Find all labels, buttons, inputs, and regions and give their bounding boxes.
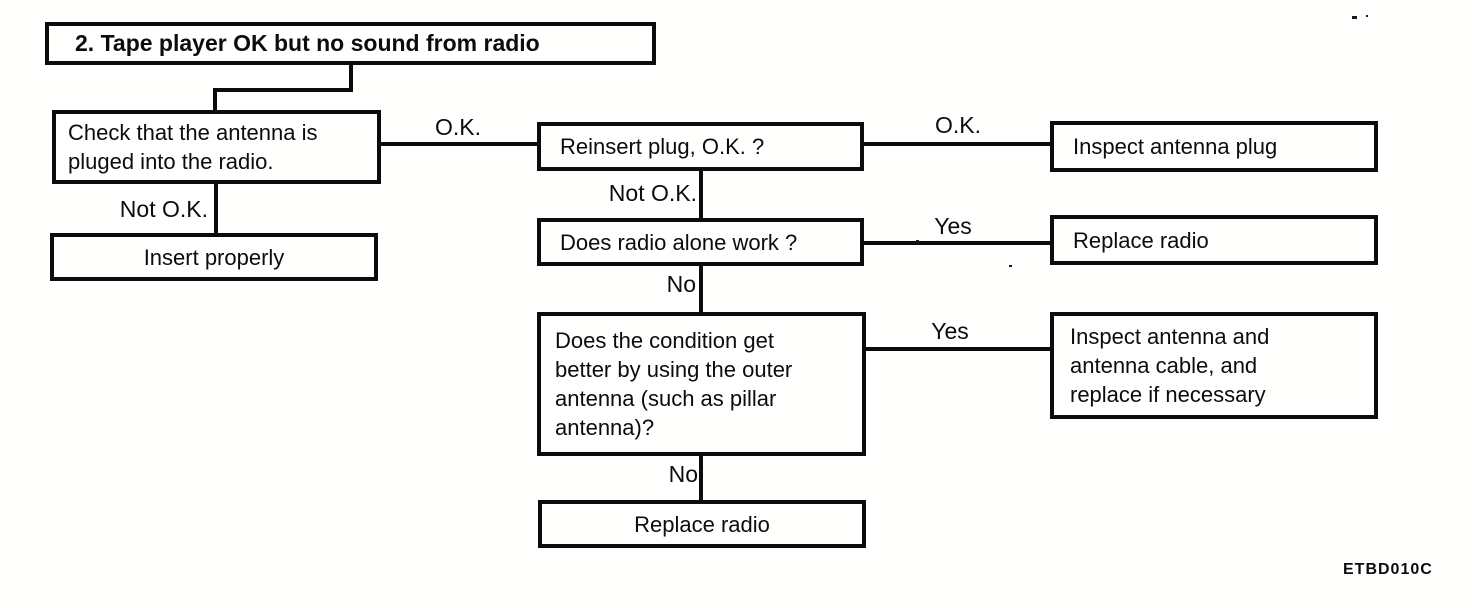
edge-no-1-label: No (666, 271, 696, 297)
edge-not-ok-2-line (699, 170, 703, 219)
edge-no-2-label: No (668, 461, 698, 487)
node-does-radio-alone-work: Does radio alone work ? (537, 218, 864, 266)
flowchart-title-box: 2. Tape player OK but no sound from radi… (45, 22, 656, 65)
scan-speckle (1009, 265, 1012, 267)
node-replace-radio-top-text: Replace radio (1073, 227, 1209, 253)
node-inspect-antenna-cable: Inspect antenna and antenna cable, and r… (1050, 312, 1378, 419)
edge-not-ok-1-label: Not O.K. (119, 196, 208, 222)
edge-ok-1-line (380, 142, 538, 146)
node-check-antenna-text: Check that the antenna is pluged into th… (68, 120, 318, 174)
edge-no-2-line (699, 455, 703, 501)
scan-speckle (1352, 16, 1357, 19)
connector-title-into-check (213, 88, 217, 112)
scan-speckle (916, 240, 919, 243)
scan-speckle (1366, 15, 1368, 17)
edge-yes-1-line (863, 241, 1051, 245)
node-replace-radio-bottom-text: Replace radio (634, 511, 770, 537)
node-check-antenna: Check that the antenna is pluged into th… (52, 110, 381, 184)
edge-yes-1-label: Yes (934, 213, 972, 239)
edge-ok-2-label: O.K. (934, 112, 981, 138)
node-outer-antenna-condition-text: Does the condition get better by using t… (555, 328, 793, 440)
node-insert-properly: Insert properly (50, 233, 378, 281)
connector-title-across (213, 88, 353, 92)
node-reinsert-plug: Reinsert plug, O.K. ? (537, 122, 864, 171)
figure-code: ETBD010C (1343, 561, 1433, 578)
flowchart-title-text: 2. Tape player OK but no sound from radi… (75, 30, 540, 56)
node-reinsert-plug-text: Reinsert plug, O.K. ? (560, 134, 765, 159)
edge-yes-2-label: Yes (931, 318, 969, 344)
node-replace-radio-top: Replace radio (1050, 215, 1378, 265)
node-replace-radio-bottom: Replace radio (538, 500, 866, 548)
node-inspect-antenna-plug-text: Inspect antenna plug (1073, 134, 1278, 159)
edge-no-1-line (699, 265, 703, 313)
edge-ok-2-line (863, 142, 1051, 146)
edge-ok-1-label: O.K. (434, 114, 481, 140)
node-insert-properly-text: Insert properly (143, 244, 285, 270)
edge-not-ok-2-label: Not O.K. (608, 180, 697, 206)
edge-not-ok-1-line (214, 183, 218, 234)
connector-title-down (349, 62, 353, 92)
node-does-radio-alone-work-text: Does radio alone work ? (560, 229, 798, 255)
edge-yes-2-line (865, 347, 1051, 351)
node-outer-antenna-condition: Does the condition get better by using t… (537, 312, 866, 456)
node-inspect-antenna-plug: Inspect antenna plug (1050, 121, 1378, 172)
node-inspect-antenna-cable-text: Inspect antenna and antenna cable, and r… (1070, 324, 1270, 407)
